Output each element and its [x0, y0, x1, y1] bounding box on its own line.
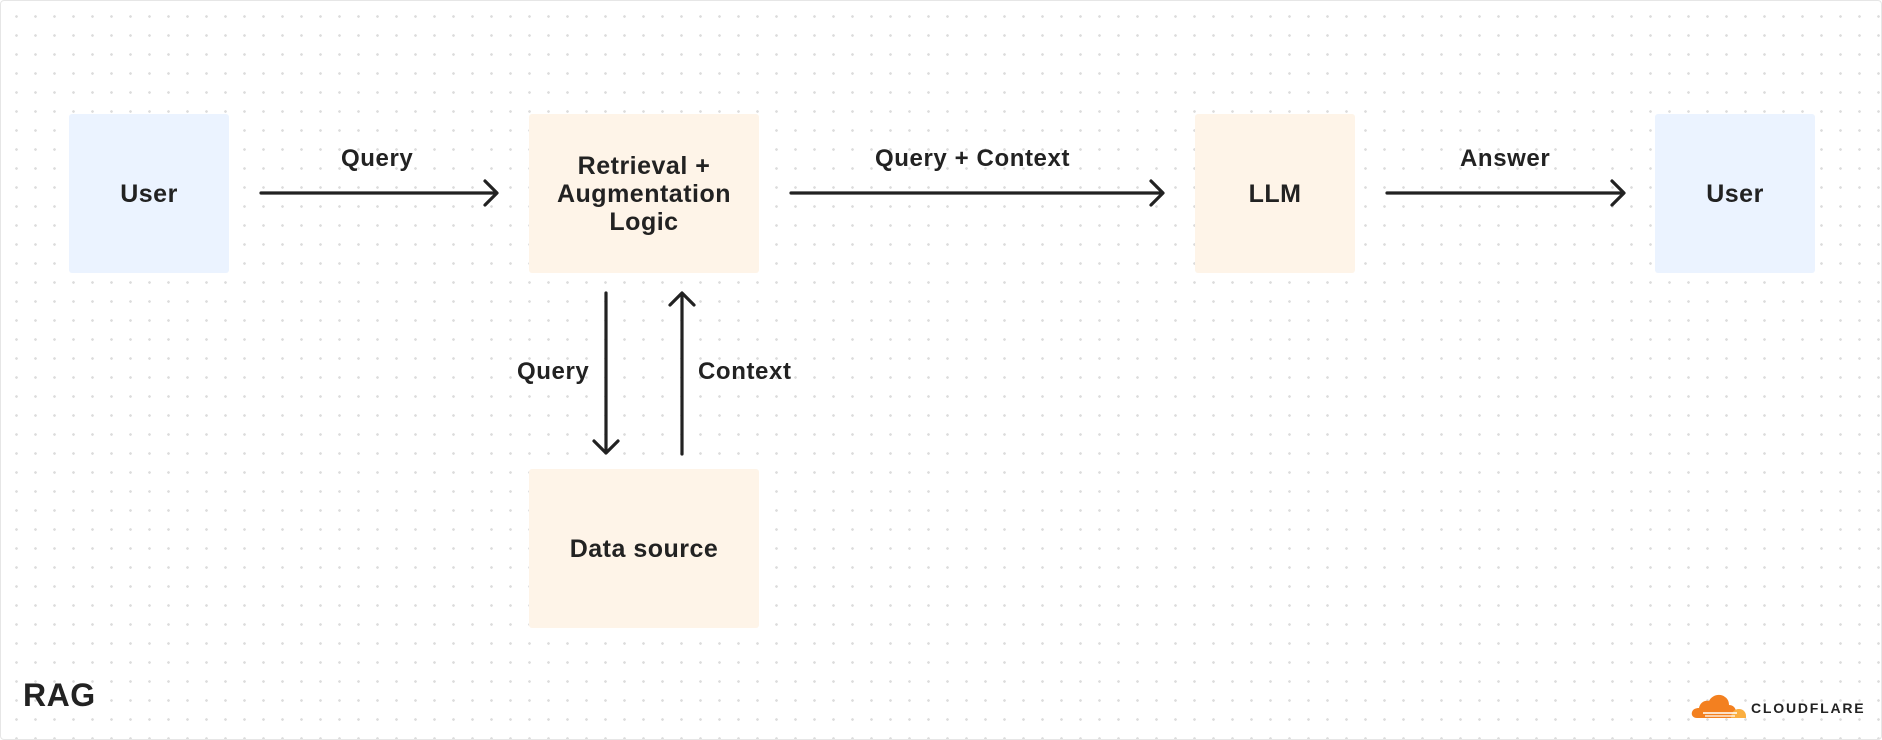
- cloudflare-cloud-icon: [1691, 694, 1746, 718]
- brand-name: CLOUDFLARE: [1751, 700, 1866, 716]
- edge-label-context-up: Context: [698, 358, 792, 385]
- data-source-label: Data source: [569, 534, 719, 563]
- brand-logo: CLOUDFLARE: [1691, 691, 1865, 719]
- arrow-user-to-retrieval: [259, 179, 499, 207]
- user-input-label: User: [120, 179, 178, 208]
- arrow-retrieval-to-llm: [789, 179, 1165, 207]
- user-output-node: User: [1655, 114, 1815, 273]
- arrow-data-source-to-retrieval: [668, 291, 696, 456]
- llm-label: LLM: [1248, 179, 1302, 208]
- llm-node: LLM: [1195, 114, 1355, 273]
- user-output-label: User: [1706, 179, 1764, 208]
- arrow-retrieval-to-data-source: [592, 291, 620, 455]
- retrieval-augmentation-node: Retrieval + Augmentation Logic: [529, 114, 759, 273]
- edge-label-query-top: Query: [341, 145, 414, 172]
- data-source-node: Data source: [529, 469, 759, 628]
- diagram-title: RAG: [23, 677, 96, 713]
- retrieval-augmentation-label: Retrieval + Augmentation Logic: [556, 151, 732, 236]
- user-input-node: User: [69, 114, 229, 273]
- edge-label-query-context: Query + Context: [875, 145, 1071, 172]
- edge-label-answer: Answer: [1460, 145, 1551, 172]
- edge-label-query-down: Query: [517, 358, 590, 385]
- arrow-llm-to-user: [1385, 179, 1626, 207]
